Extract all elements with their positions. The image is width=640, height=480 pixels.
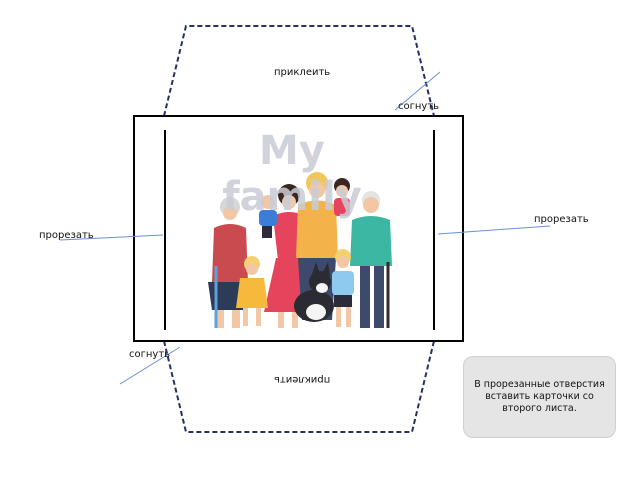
little-girl-figure (236, 256, 268, 326)
glue-label-bottom-inverted: приклеить (274, 374, 331, 385)
bottom-glue-flap-outline (163, 340, 435, 433)
top-glue-flap-outline (163, 25, 435, 117)
cut-right-pointer (437, 225, 551, 235)
fold-bottom-pointer (119, 346, 181, 385)
grandfather-figure (350, 191, 392, 328)
boy-held-figure (259, 195, 277, 238)
fold-label-bottom: согнуть (129, 349, 171, 360)
cut-label-left: прорезать (39, 230, 94, 241)
glue-label-top: приклеить (274, 67, 331, 78)
boy-figure (332, 249, 354, 327)
instruction-note-box: В прорезанные отверстия вставить карточк… (463, 356, 616, 438)
family-illustration (208, 172, 392, 328)
title-my-family: My family (222, 128, 362, 220)
cut-left-pointer (59, 234, 164, 241)
fold-label-top: согнуть (398, 101, 440, 112)
cut-label-right: прорезать (534, 214, 589, 225)
fold-top-pointer (394, 71, 441, 111)
girl-figure (334, 178, 350, 216)
dog-figure (294, 262, 334, 322)
instruction-note-text: В прорезанные отверстия вставить карточк… (474, 379, 605, 414)
